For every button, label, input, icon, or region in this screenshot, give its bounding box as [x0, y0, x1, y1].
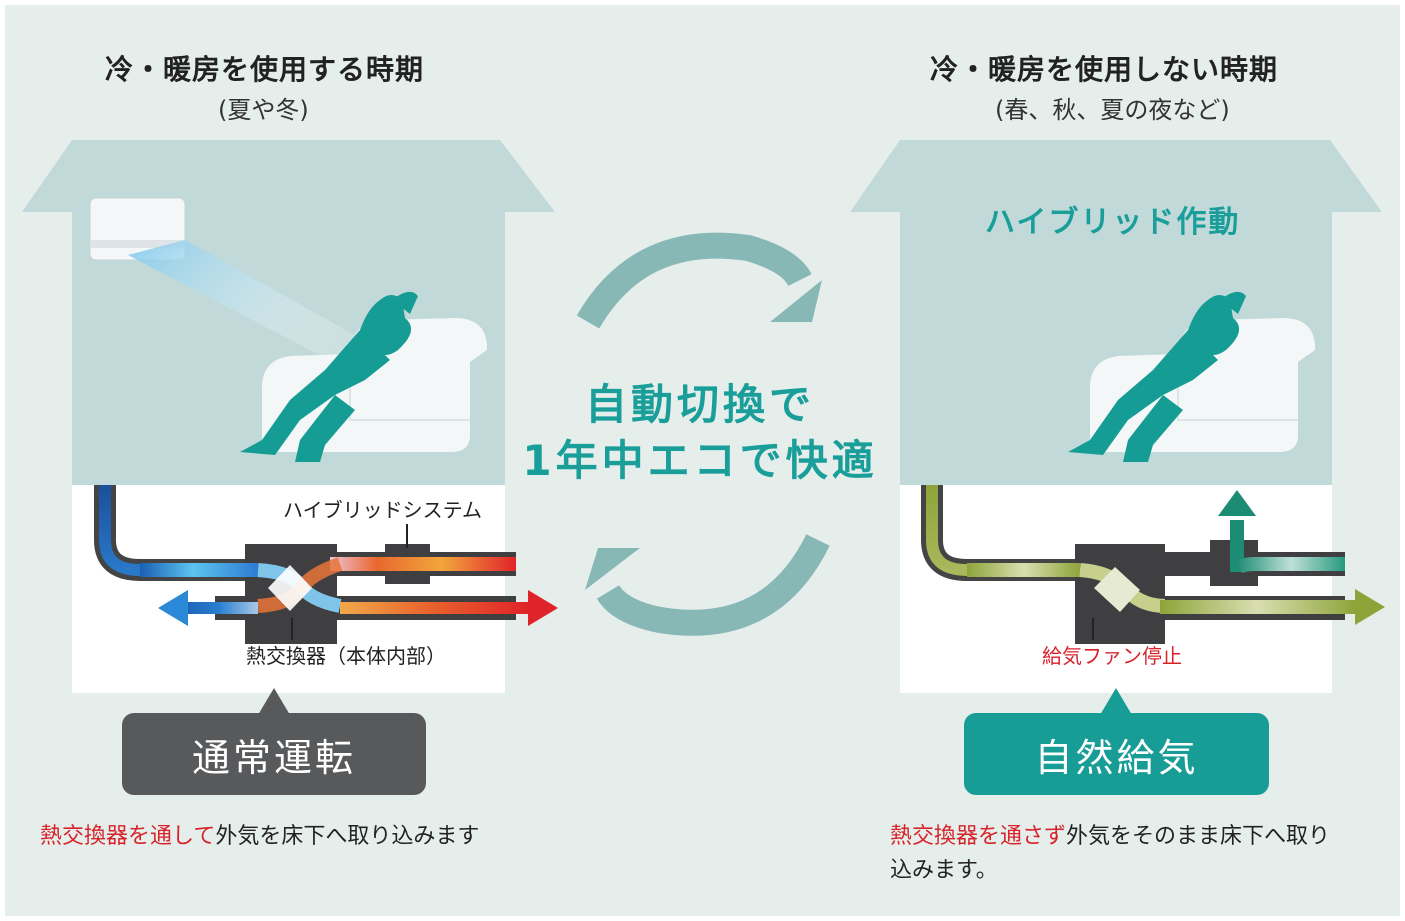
left-description: 熱交換器を通して外気を床下へ取り込みます [40, 820, 560, 854]
left-description-rest: 外気を床下へ取り込みます [215, 824, 480, 849]
left-title: 冷・暖房を使用する時期 [105, 53, 425, 86]
air-conditioner-icon [89, 197, 186, 261]
right-subtitle: (春、秋、夏の夜など) [995, 96, 1230, 124]
right-description: 熱交換器を通さず外気をそのまま床下へ取り込みます。 [890, 820, 1340, 888]
left-person-icon [240, 291, 418, 462]
left-subtitle: (夏や冬) [218, 96, 309, 124]
right-person-icon [1068, 291, 1246, 462]
center-line-2: 1年中エコで快適 [522, 436, 878, 485]
left-description-highlight: 熱交換器を通して [40, 824, 216, 849]
exhaust-arrow-up [1218, 490, 1256, 516]
supply-arrow-right-natural [1355, 589, 1385, 625]
right-description-rest: 外気をそのまま床下へ取り込みます。 [890, 824, 1331, 884]
cool-air-beam [128, 240, 360, 372]
normal-operation-badge: 通常運転 [122, 713, 426, 795]
natural-supply-text: 自然給気 [1034, 735, 1199, 780]
supply-fan-stop-label: 給気ファン停止 [1042, 644, 1182, 668]
heat-exchanger-label: 熱交換器（本体内部） [246, 644, 446, 668]
normal-operation-text: 通常運転 [191, 735, 356, 780]
exhaust-arrow-left [158, 590, 188, 626]
supply-arrow-right [528, 590, 558, 626]
right-title: 冷・暖房を使用しない時期 [930, 53, 1279, 86]
natural-supply-badge: 自然給気 [964, 713, 1269, 795]
hybrid-system-label: ハイブリッドシステム [283, 498, 482, 522]
cycle-arrow-bottom [596, 534, 830, 636]
center-line-1: 自動切換で [584, 380, 815, 429]
cycle-arrow-top [576, 232, 812, 329]
hybrid-operation-label: ハイブリッド作動 [985, 205, 1241, 240]
right-description-highlight: 熱交換器を通さず [890, 824, 1067, 849]
